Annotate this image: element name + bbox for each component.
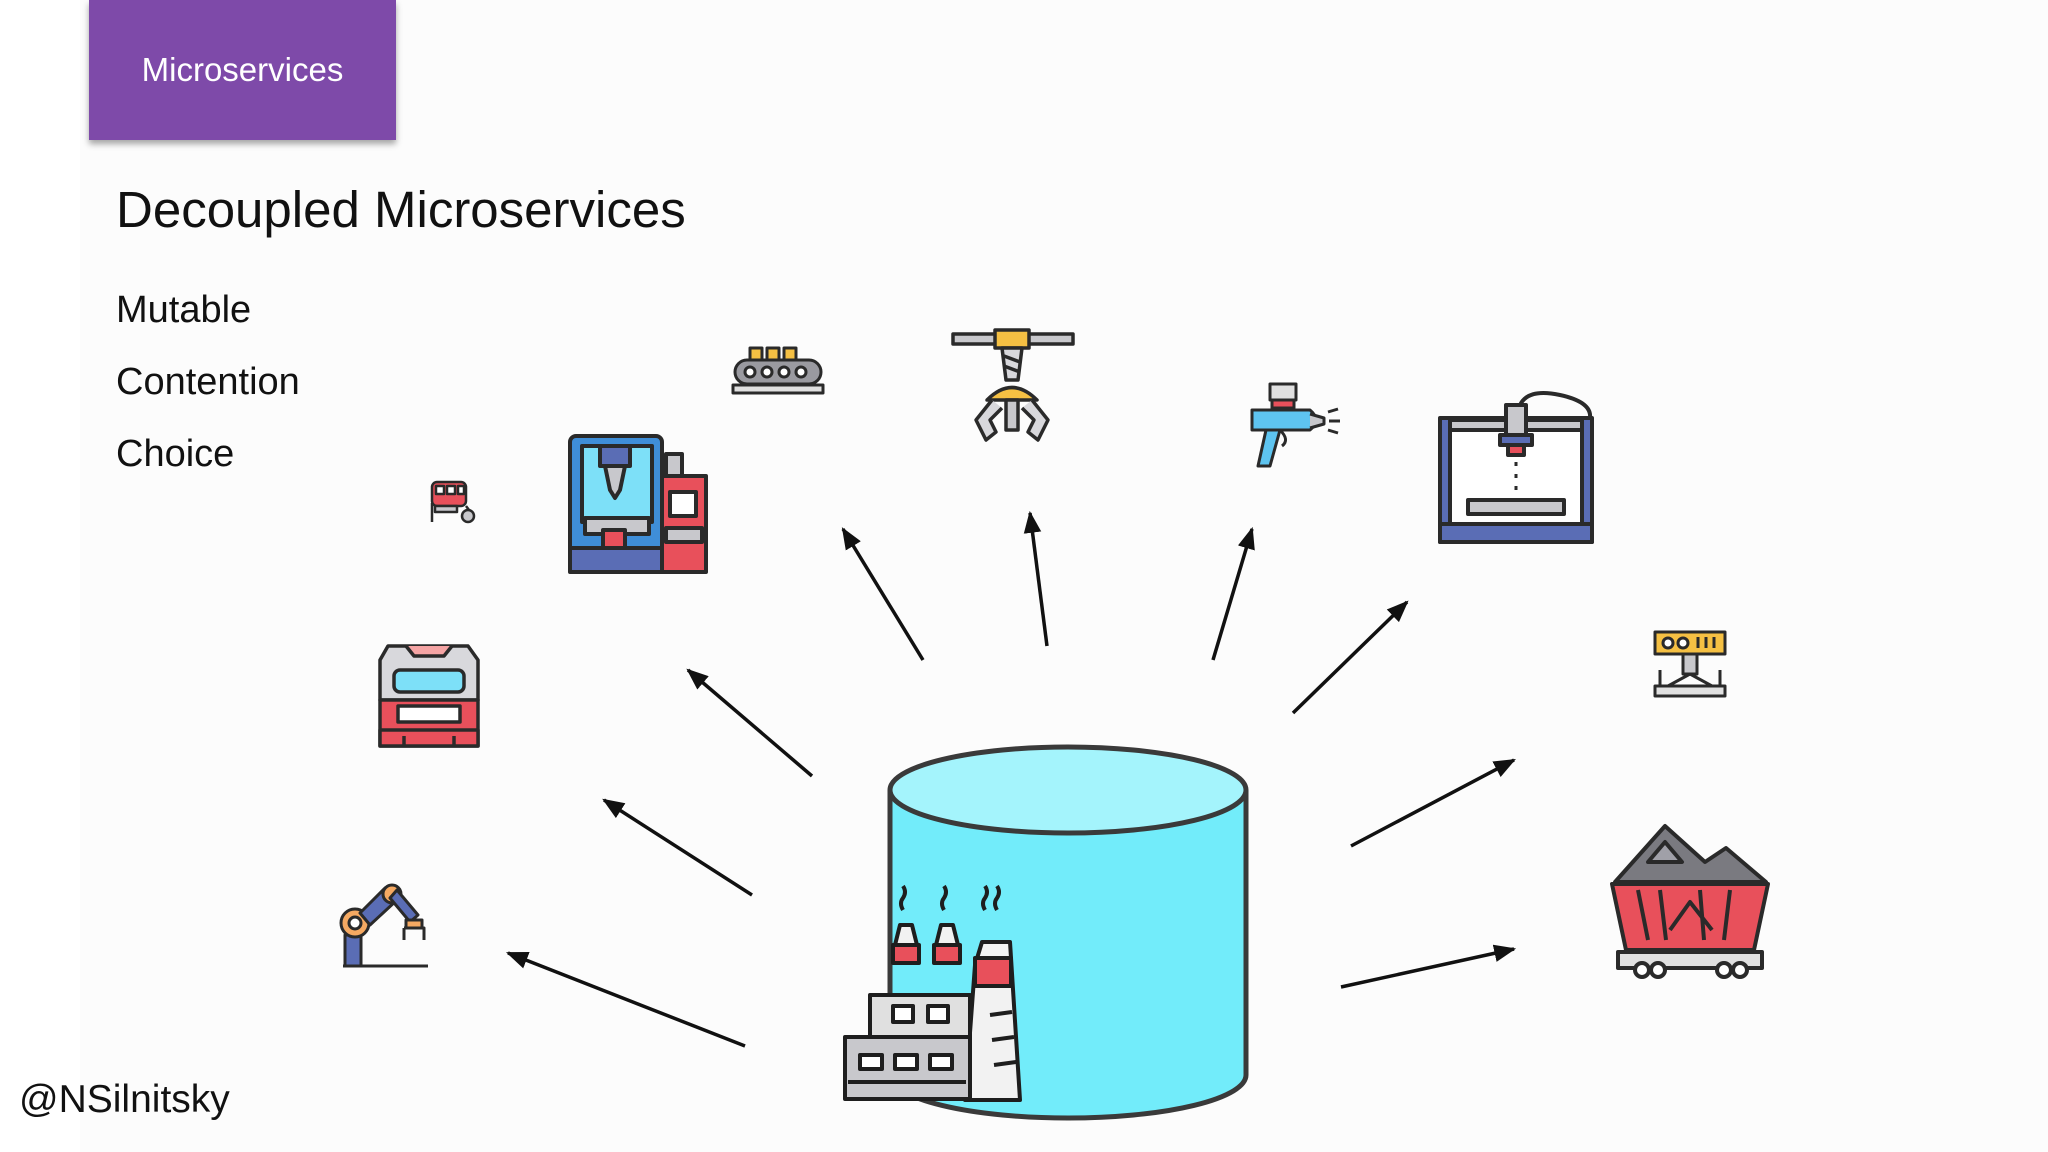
claw-crane-icon (951, 328, 1075, 442)
press-machine-icon (1653, 630, 1727, 698)
cnc-printer-icon (1438, 391, 1594, 544)
slide-title: Decoupled Microservices (116, 181, 686, 238)
arrow-to-3d-printer (686, 668, 814, 778)
arrow-to-conveyor (841, 527, 925, 661)
bullet-mutable: Mutable (116, 289, 252, 331)
mini-tractor-icon (430, 480, 476, 524)
arrows (505, 510, 1517, 1048)
arrow-to-spray-gun (1211, 526, 1255, 661)
arrow-to-cnc-printer (1291, 600, 1409, 715)
section-tab-label: Microservices (141, 51, 344, 88)
arrow-to-claw (1023, 510, 1049, 647)
arrow-to-press-machine (1350, 758, 1516, 848)
twitter-handle: @NSilnitsky (19, 1078, 230, 1121)
arrow-to-coal-wagon (1340, 944, 1517, 989)
conveyor-belt-icon (731, 346, 825, 395)
bullet-choice: Choice (116, 433, 235, 475)
arrow-to-industrial-machine (602, 798, 753, 897)
industrial-machine-icon (568, 434, 708, 574)
bullet-list: Mutable Contention Choice (116, 283, 300, 499)
3d-printer-icon (378, 644, 480, 748)
bullet-contention: Contention (116, 361, 300, 403)
robot-arm-icon (339, 883, 428, 968)
coal-wagon-icon (1610, 824, 1770, 979)
factory-icon (843, 884, 1022, 1102)
arrow-to-robot-arm (505, 951, 746, 1048)
section-tab: Microservices (89, 0, 396, 140)
spray-gun-icon (1250, 382, 1340, 468)
